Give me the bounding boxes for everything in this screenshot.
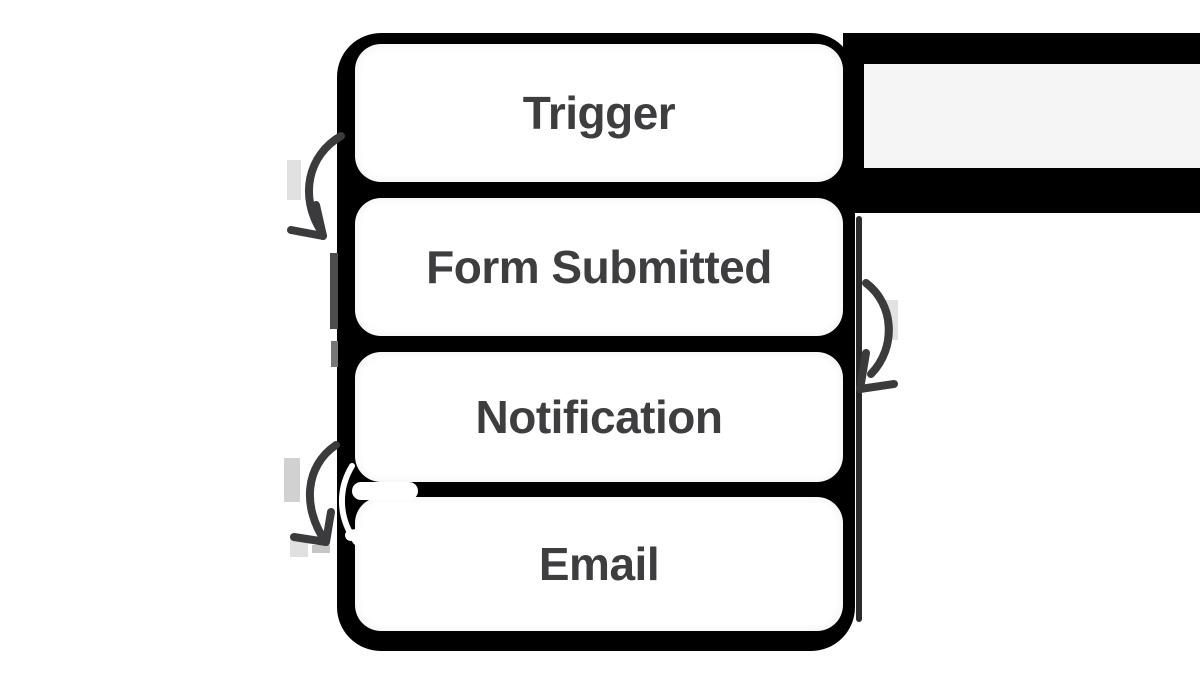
mask-artifact: [312, 545, 330, 553]
mask-artifact: [331, 341, 338, 367]
node-form-submitted[interactable]: Form Submitted: [355, 198, 843, 336]
node-notification[interactable]: Notification: [355, 352, 843, 482]
node-trigger[interactable]: Trigger: [355, 44, 843, 182]
curved-arrow-icon: [290, 441, 340, 546]
node-trigger-label: Trigger: [522, 87, 676, 139]
node-email[interactable]: Email: [355, 497, 843, 631]
mask-artifact: [284, 458, 300, 502]
right-edge-line: [856, 216, 862, 622]
gray-panel: [864, 64, 1200, 168]
mask-artifact: [330, 253, 338, 329]
mask-artifact: [290, 535, 308, 557]
gap-highlight: [352, 482, 418, 500]
node-form-submitted-label: Form Submitted: [426, 241, 772, 293]
node-email-label: Email: [538, 538, 660, 590]
mask-artifact: [884, 300, 898, 340]
mask-artifact: [287, 160, 301, 200]
node-notification-label: Notification: [475, 391, 723, 443]
